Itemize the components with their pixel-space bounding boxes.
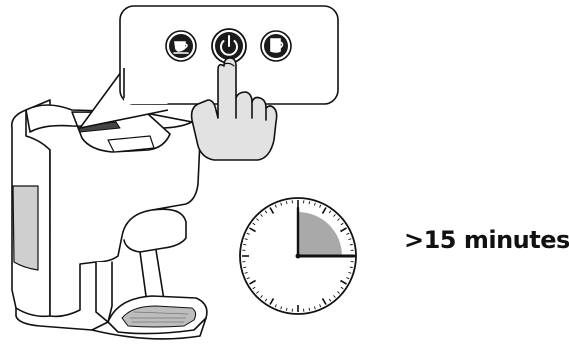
clock-minor-tick <box>286 201 287 204</box>
clock-minor-tick <box>350 267 353 268</box>
timer-clock <box>240 198 356 314</box>
espresso-button[interactable] <box>166 31 196 61</box>
clock-minor-tick <box>309 201 310 204</box>
water-tank-window <box>13 186 38 270</box>
clock-minor-tick <box>286 308 287 311</box>
lungo-cup-icon <box>271 39 283 52</box>
clock-minor-tick <box>243 267 246 268</box>
machine-column <box>96 262 112 322</box>
clock-center <box>296 254 301 259</box>
coffee-machine <box>12 100 207 339</box>
clock-minor-tick <box>243 244 246 245</box>
clock-minor-tick <box>350 244 353 245</box>
clock-minor-tick <box>309 308 310 311</box>
lungo-button[interactable] <box>261 31 291 61</box>
duration-label: >15 minutes <box>404 226 569 254</box>
